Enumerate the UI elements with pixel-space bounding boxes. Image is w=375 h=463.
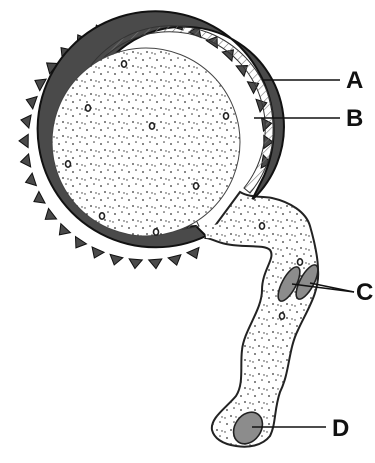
granule xyxy=(260,223,265,229)
granule xyxy=(224,113,229,119)
label-d: D xyxy=(332,415,349,442)
exine-spike xyxy=(19,134,28,147)
granule xyxy=(298,259,303,265)
label-b: B xyxy=(346,105,363,132)
exine-spike xyxy=(45,208,56,219)
granule xyxy=(86,105,91,111)
exine-spike xyxy=(75,237,86,248)
granule xyxy=(66,161,71,167)
exine-spike xyxy=(26,173,37,185)
granule xyxy=(122,61,127,67)
granule xyxy=(150,123,155,129)
granule xyxy=(154,229,159,235)
granule xyxy=(194,183,199,189)
pollen-cytoplasm-texture xyxy=(52,48,240,236)
exine-spike xyxy=(129,259,142,269)
exine-spike xyxy=(26,96,37,108)
exine-spike xyxy=(187,247,199,258)
label-c: C xyxy=(356,279,373,306)
exine-spike xyxy=(34,191,45,203)
exine-spike xyxy=(21,115,31,128)
exine-spike xyxy=(168,255,181,266)
granule xyxy=(280,313,285,319)
exine-spike xyxy=(149,259,162,269)
exine-spike xyxy=(21,154,31,167)
granule xyxy=(100,213,105,219)
exine-spike xyxy=(110,254,123,265)
exine-spike xyxy=(92,247,104,258)
label-a: A xyxy=(346,67,363,94)
exine-spike xyxy=(59,224,70,235)
